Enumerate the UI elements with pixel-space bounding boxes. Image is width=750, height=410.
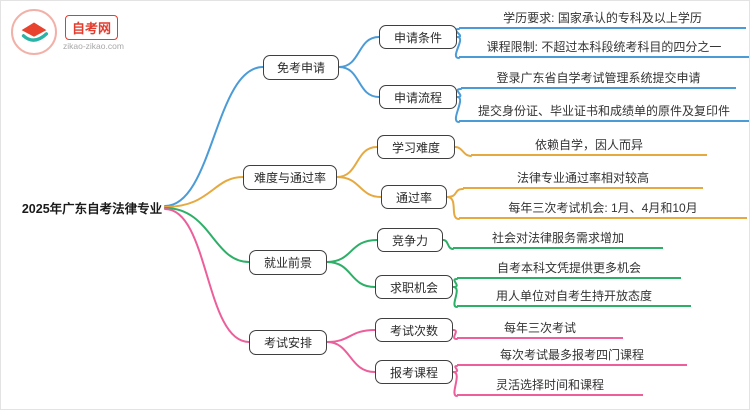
logo-domain: zikao-zikao.com — [63, 41, 124, 51]
leaf-item: 社会对法律服务需求增加 — [453, 229, 663, 249]
leaf-item: 提交身份证、毕业证书和成绩单的原件及复印件 — [459, 102, 749, 122]
subnode-application-process: 申请流程 — [379, 85, 457, 109]
orange-branch-lines — [164, 146, 472, 220]
subnode-job-opportunities: 求职机会 — [375, 275, 453, 299]
subnode-exam-frequency: 考试次数 — [375, 318, 453, 342]
subnode-pass-rate: 通过率 — [381, 185, 447, 209]
leaf-item: 学历要求: 国家承认的专科及以上学历 — [459, 9, 746, 29]
leaf-item: 每年三次考试 — [457, 319, 623, 339]
graduation-cap-icon — [21, 22, 49, 42]
green-branch-lines — [164, 207, 458, 308]
pink-branch-lines — [164, 208, 459, 397]
leaf-item: 自考本科文凭提供更多机会 — [457, 259, 681, 279]
leaf-item: 课程限制: 不超过本科段统考科目的四分之一 — [459, 38, 749, 58]
branch-employment-prospects: 就业前景 — [249, 250, 327, 275]
root-node: 2025年广东自考法律专业 — [21, 202, 163, 216]
branch-exemption-application: 免考申请 — [263, 55, 339, 80]
leaf-item: 每次考试最多报考四门课程 — [457, 346, 687, 366]
subnode-competitiveness: 竞争力 — [377, 228, 443, 252]
leaf-item: 每年三次考试机会: 1月、4月和10月 — [459, 199, 747, 219]
logo-icon — [11, 9, 57, 55]
leaf-item: 依赖自学，因人而异 — [471, 136, 707, 156]
subnode-study-difficulty: 学习难度 — [377, 135, 455, 159]
leaf-item: 法律专业通过率相对较高 — [463, 169, 703, 189]
branch-difficulty-pass-rate: 难度与通过率 — [243, 165, 337, 190]
subnode-application-conditions: 申请条件 — [379, 25, 457, 49]
logo-name: 自考网 — [65, 15, 119, 40]
leaf-item: 用人单位对自考生持开放态度 — [457, 287, 691, 307]
subnode-exam-courses: 报考课程 — [375, 360, 453, 384]
blue-branch-lines — [164, 28, 462, 207]
branch-exam-schedule: 考试安排 — [249, 330, 327, 355]
leaf-item: 灵活选择时间和课程 — [457, 376, 643, 396]
leaf-item: 登录广东省自学考试管理系统提交申请 — [461, 69, 736, 89]
